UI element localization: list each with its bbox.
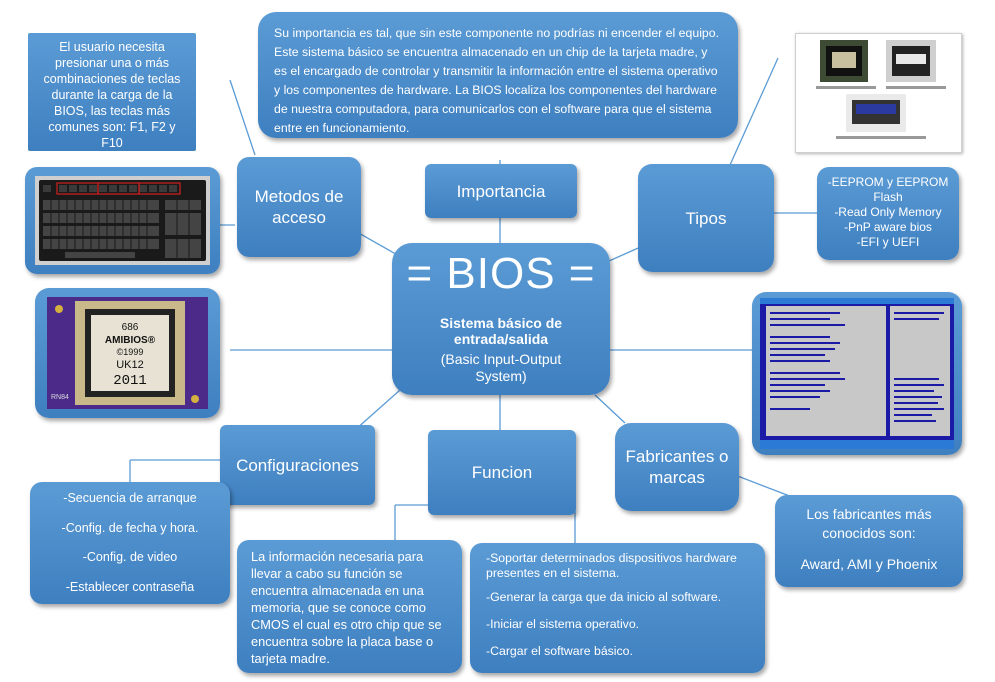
config-item-4: -Establecer contraseña: [65, 579, 195, 594]
connector-tipos-image: [729, 57, 779, 166]
metodos-description: El usuario necesita presionar una o más …: [43, 40, 181, 150]
keyboard-icon: [35, 176, 210, 265]
config-item-1: -Secuencia de arranque: [63, 491, 197, 505]
chip-line-3: ©1999: [117, 347, 144, 357]
funcion-item-2: -Generar la carga que da inicio al softw…: [486, 590, 722, 604]
board-label: RN84: [51, 394, 69, 401]
chip-photos-icon: [816, 40, 946, 139]
configuraciones-list-box: -Secuencia de arranque -Config. de fecha…: [30, 482, 230, 604]
config-item-2: -Config. de fecha y hora.: [61, 520, 199, 535]
center-english: (Basic Input-Output System): [440, 351, 562, 384]
topic-tipos[interactable]: Tipos: [638, 164, 774, 272]
connector-metodos-text: [229, 79, 256, 156]
tipos-item-4: -EFI y UEFI: [856, 235, 920, 249]
funcion-list-box: -Soportar determinados dispositivos hard…: [470, 543, 765, 673]
funcion-item-1: -Soportar determinados dispositivos hard…: [486, 551, 737, 580]
tipos-chips-image: [795, 33, 962, 153]
connector-configuraciones: [354, 389, 401, 431]
connector-fabricantes: [594, 394, 626, 424]
fabricantes-line-2: Award, AMI y Phoenix: [800, 556, 938, 572]
cmos-description: La información necesaria para llevar a c…: [251, 549, 442, 666]
tipos-list-box: -EEPROM y EEPROM Flash -Read Only Memory…: [817, 167, 959, 260]
topic-configuraciones-label: Configuraciones: [236, 455, 359, 475]
topic-metodos-de-acceso[interactable]: Metodos de acceso: [237, 157, 361, 257]
metodos-description-box: El usuario necesita presionar una o más …: [28, 33, 196, 151]
chip-icon: 686 AMIBIOS® ©1999 UK12 2011 RN84: [47, 297, 208, 409]
chip-line-5: 2011: [113, 373, 147, 389]
tipos-item-3: -PnP aware bios: [844, 220, 932, 234]
topic-configuraciones[interactable]: Configuraciones: [220, 425, 375, 505]
center-bios-node[interactable]: = BIOS = Sistema básico de entrada/salid…: [392, 243, 610, 395]
topic-fabricantes[interactable]: Fabricantes o marcas: [615, 423, 739, 511]
fabricantes-description-box: Los fabricantes más conocidos son: Award…: [775, 495, 963, 587]
tipos-item-1: -EEPROM y EEPROM Flash: [827, 175, 949, 204]
fabricantes-line-1: Los fabricantes más conocidos son:: [806, 506, 932, 541]
topic-funcion-label: Funcion: [471, 463, 533, 482]
chip-line-4: UK12: [116, 359, 144, 371]
center-subtitle: Sistema básico de entrada/salida: [439, 315, 563, 347]
tipos-item-2: -Read Only Memory: [834, 205, 942, 219]
config-item-3: -Config. de video: [82, 550, 178, 564]
chip-line-1: 686: [122, 322, 139, 333]
funcion-item-3: -Iniciar el sistema operativo.: [486, 617, 640, 631]
topic-importancia-label: Importancia: [456, 181, 546, 201]
topic-importancia[interactable]: Importancia: [425, 164, 577, 218]
center-title: = BIOS =: [406, 249, 596, 298]
amibios-chip-image: 686 AMIBIOS® ©1999 UK12 2011 RN84: [35, 288, 220, 418]
funcion-item-4: -Cargar el software básico.: [486, 644, 633, 658]
topic-metodos-label: Metodos de acceso: [254, 187, 344, 227]
topic-funcion[interactable]: Funcion: [428, 430, 576, 515]
bios-screen-icon: [760, 298, 954, 449]
topic-tipos-label: Tipos: [685, 208, 727, 228]
importancia-description-box: Su importancia es tal, que sin este comp…: [258, 12, 738, 138]
bios-setup-screen-image: [752, 292, 962, 455]
topic-fabricantes-label: Fabricantes o marcas: [625, 447, 729, 487]
keyboard-image: [25, 167, 220, 274]
cmos-description-box: La información necesaria para llevar a c…: [237, 540, 462, 673]
importancia-description: Su importancia es tal, que sin este comp…: [274, 26, 720, 135]
chip-line-2: AMIBIOS®: [105, 335, 156, 346]
